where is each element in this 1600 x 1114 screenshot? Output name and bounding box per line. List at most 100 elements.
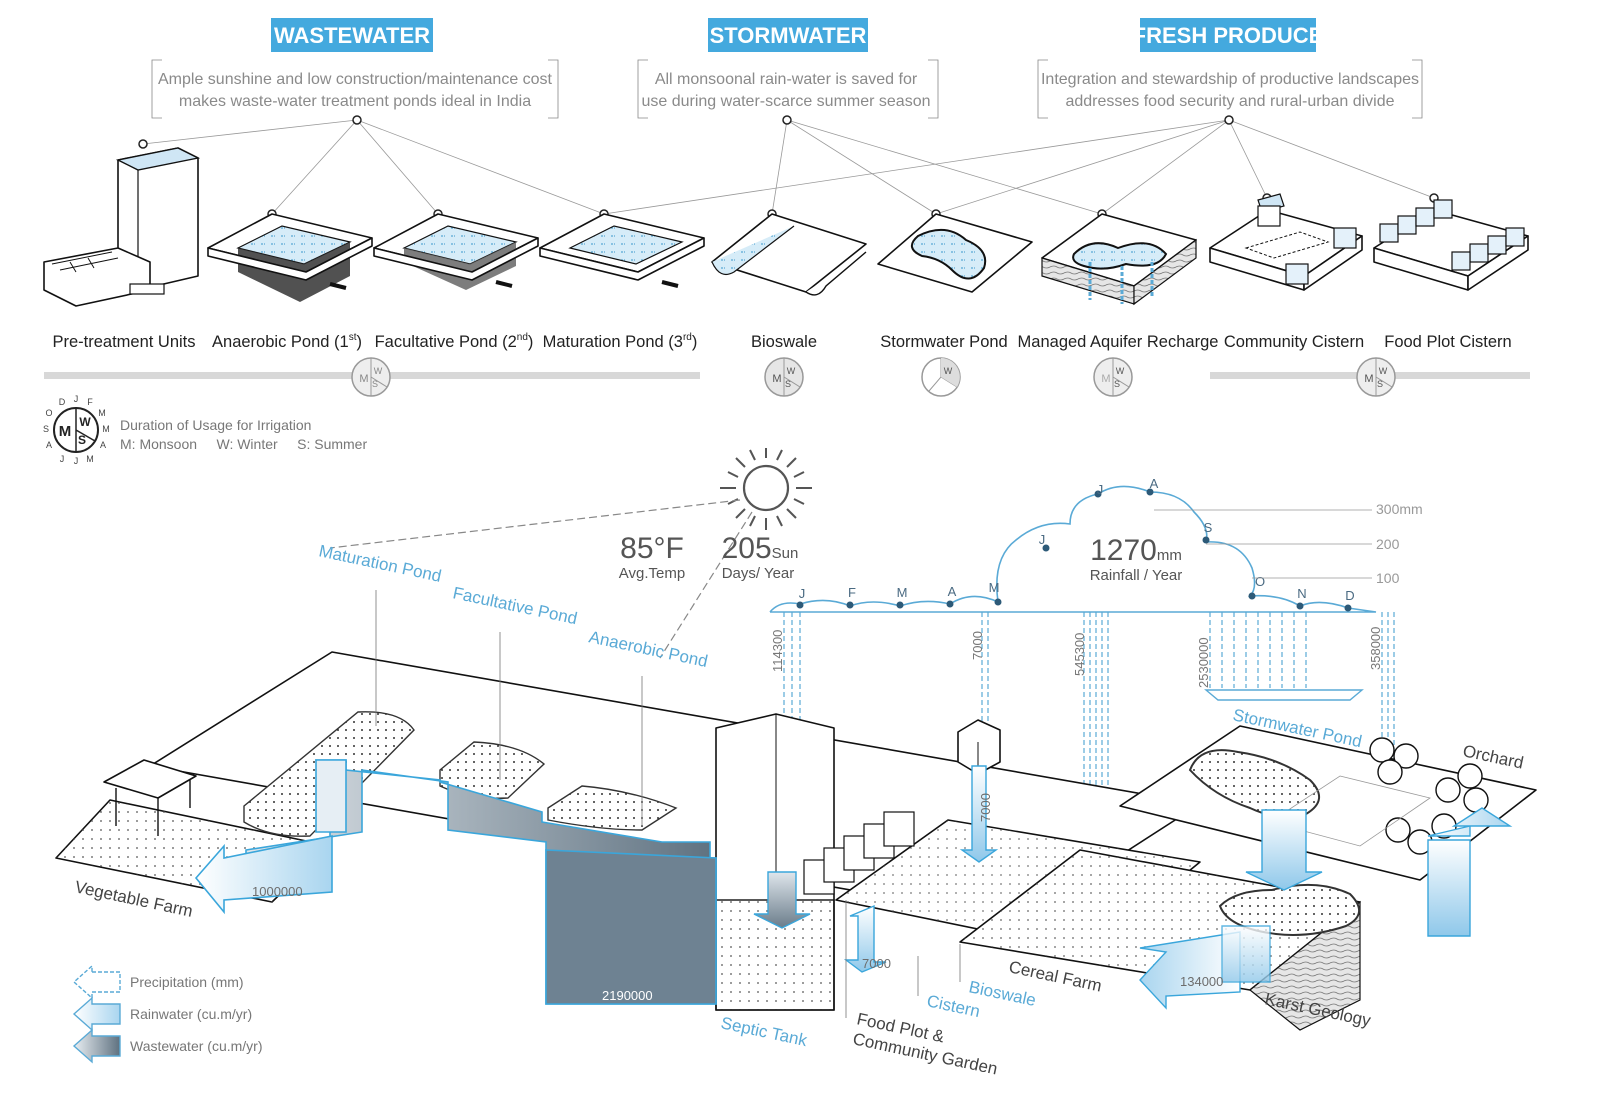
precip-label: 7000 — [970, 631, 985, 660]
bioswale-icon — [711, 213, 867, 296]
legend-label: Rainwater (cu.m/yr) — [130, 1006, 252, 1022]
category-title: STORMWATER — [710, 23, 867, 48]
svg-text:D: D — [1345, 588, 1354, 603]
sun-days-value: 205Sun — [722, 532, 799, 565]
svg-text:A: A — [100, 440, 106, 450]
category-desc-line2: use during water-scarce summer season — [641, 93, 930, 110]
svg-text:W: W — [944, 366, 953, 376]
element-label-facultative: Facultative Pond (2nd) — [375, 332, 534, 351]
svg-text:M: M — [1364, 373, 1373, 385]
svg-text:S: S — [785, 379, 791, 389]
svg-text:J: J — [60, 454, 65, 464]
sun-rays — [329, 499, 753, 659]
site-label-septic-tank: Septic Tank — [719, 1013, 809, 1050]
element-label-community-cistern: Community Cistern — [1224, 333, 1364, 351]
rainwater-arrow-icon — [72, 996, 121, 1032]
svg-text:W: W — [787, 366, 796, 376]
category-title: FRESH PRODUCE — [1133, 23, 1324, 48]
svg-text:A: A — [948, 584, 957, 599]
category-desc-line2: addresses food security and rural-urban … — [1065, 93, 1394, 110]
svg-text:W: W — [1116, 366, 1125, 376]
svg-text:S: S — [1114, 379, 1120, 389]
cereal-flow-value: 134000 — [1180, 974, 1223, 989]
svg-text:S: S — [78, 433, 86, 447]
facultative-pond-icon — [373, 213, 539, 290]
svg-text:J: J — [1097, 482, 1104, 497]
bracket — [637, 59, 939, 119]
element-label-aquifer-recharge: Managed Aquifer Recharge — [1018, 333, 1219, 351]
svg-text:J: J — [799, 586, 806, 601]
community-cistern-icon — [1209, 193, 1363, 291]
element-labels: Pre-treatment Units Anaerobic Pond (1st)… — [52, 332, 1511, 351]
site-label-maturation: Maturation Pond — [317, 541, 443, 586]
element-label-maturation: Maturation Pond (3rd) — [543, 332, 698, 351]
season-dial-icon: M W S — [764, 357, 804, 397]
svg-text:J: J — [74, 394, 79, 404]
element-label-food-plot-cistern: Food Plot Cistern — [1384, 333, 1511, 351]
svg-text:A: A — [1150, 476, 1159, 491]
svg-text:300mm: 300mm — [1376, 501, 1423, 517]
svg-text:O: O — [1255, 574, 1265, 589]
svg-text:W: W — [79, 415, 91, 429]
rainfall-scale-lines — [1154, 509, 1372, 579]
element-label-stormwater-pond: Stormwater Pond — [880, 333, 1007, 351]
site-label-anaerobic: Anaerobic Pond — [587, 627, 709, 671]
connector-nodes — [138, 115, 1439, 219]
anaerobic-pond-icon — [207, 213, 373, 302]
maturation-pond-icon — [539, 213, 705, 288]
svg-text:M: M — [989, 580, 1000, 595]
svg-text:D: D — [59, 397, 66, 407]
svg-text:S: S — [43, 424, 49, 434]
septic-flow: 2190000 — [602, 871, 811, 1003]
food-plot-cistern-icon — [1373, 199, 1529, 291]
svg-text:F: F — [848, 585, 856, 600]
svg-text:M: M — [86, 454, 94, 464]
svg-text:J: J — [74, 456, 79, 466]
svg-text:J: J — [1039, 532, 1046, 547]
season-dial-icon: M W S — [1356, 357, 1396, 397]
svg-text:W: W — [374, 366, 383, 376]
season-dials: M W S M W S W M W S M W S — [351, 357, 1396, 397]
season-key-legend: M: Monsoon W: Winter S: Summer — [120, 436, 367, 452]
svg-text:M: M — [59, 423, 72, 440]
sun-days-stat: 205Sun Days/ Year — [722, 532, 799, 582]
site-label-facultative: Facultative Pond — [451, 583, 579, 628]
cistern-drop-value: 7000 — [978, 793, 993, 822]
season-dial-icon: M W S — [351, 357, 391, 397]
vegetable-flow-value: 1000000 — [252, 884, 303, 899]
septic-tank — [715, 713, 835, 1011]
svg-text:M: M — [897, 585, 908, 600]
category-desc-line1: All monsoonal rain-water is saved for — [655, 71, 918, 88]
sun-days-label: Days/ Year — [722, 565, 795, 582]
element-label-bioswale: Bioswale — [751, 333, 817, 351]
legend-precipitation: Precipitation (mm) — [72, 964, 244, 1000]
cistern-flow-value: 7000 — [862, 956, 891, 971]
season-key-dial-icon: M W S D J F M O S A J J M A M — [43, 394, 110, 466]
stormwater-pond-icon — [877, 213, 1033, 293]
category-header-bg — [708, 18, 868, 52]
bracket — [1037, 59, 1423, 119]
svg-text:M: M — [98, 408, 106, 418]
rainfall-cloud-outline — [769, 485, 1377, 613]
vegetable-flow-arrow: 1000000 — [194, 835, 333, 915]
svg-text:S: S — [1377, 379, 1383, 389]
season-dial-icon: M W S — [1093, 357, 1133, 397]
orchard-trees — [1269, 737, 1489, 855]
site-label-vegetable-farm: Vegetable Farm — [73, 877, 194, 921]
leader-lines — [375, 590, 961, 1018]
svg-text:W: W — [1379, 366, 1388, 376]
precipitation-labels: 114300 7000 545300 2530000 358000 — [770, 627, 1383, 688]
svg-text:S: S — [372, 379, 378, 389]
svg-text:100: 100 — [1376, 570, 1400, 586]
precip-label: 358000 — [1368, 627, 1383, 670]
rainfall-value: 1270mm — [1090, 534, 1182, 567]
precipitation-arrow-icon — [72, 964, 121, 1000]
septic-waste-value: 2190000 — [602, 988, 653, 1003]
element-label-anaerobic: Anaerobic Pond (1st) — [212, 332, 362, 351]
wastewater-flows — [215, 759, 717, 1005]
temp-label: Avg.Temp — [619, 565, 685, 582]
